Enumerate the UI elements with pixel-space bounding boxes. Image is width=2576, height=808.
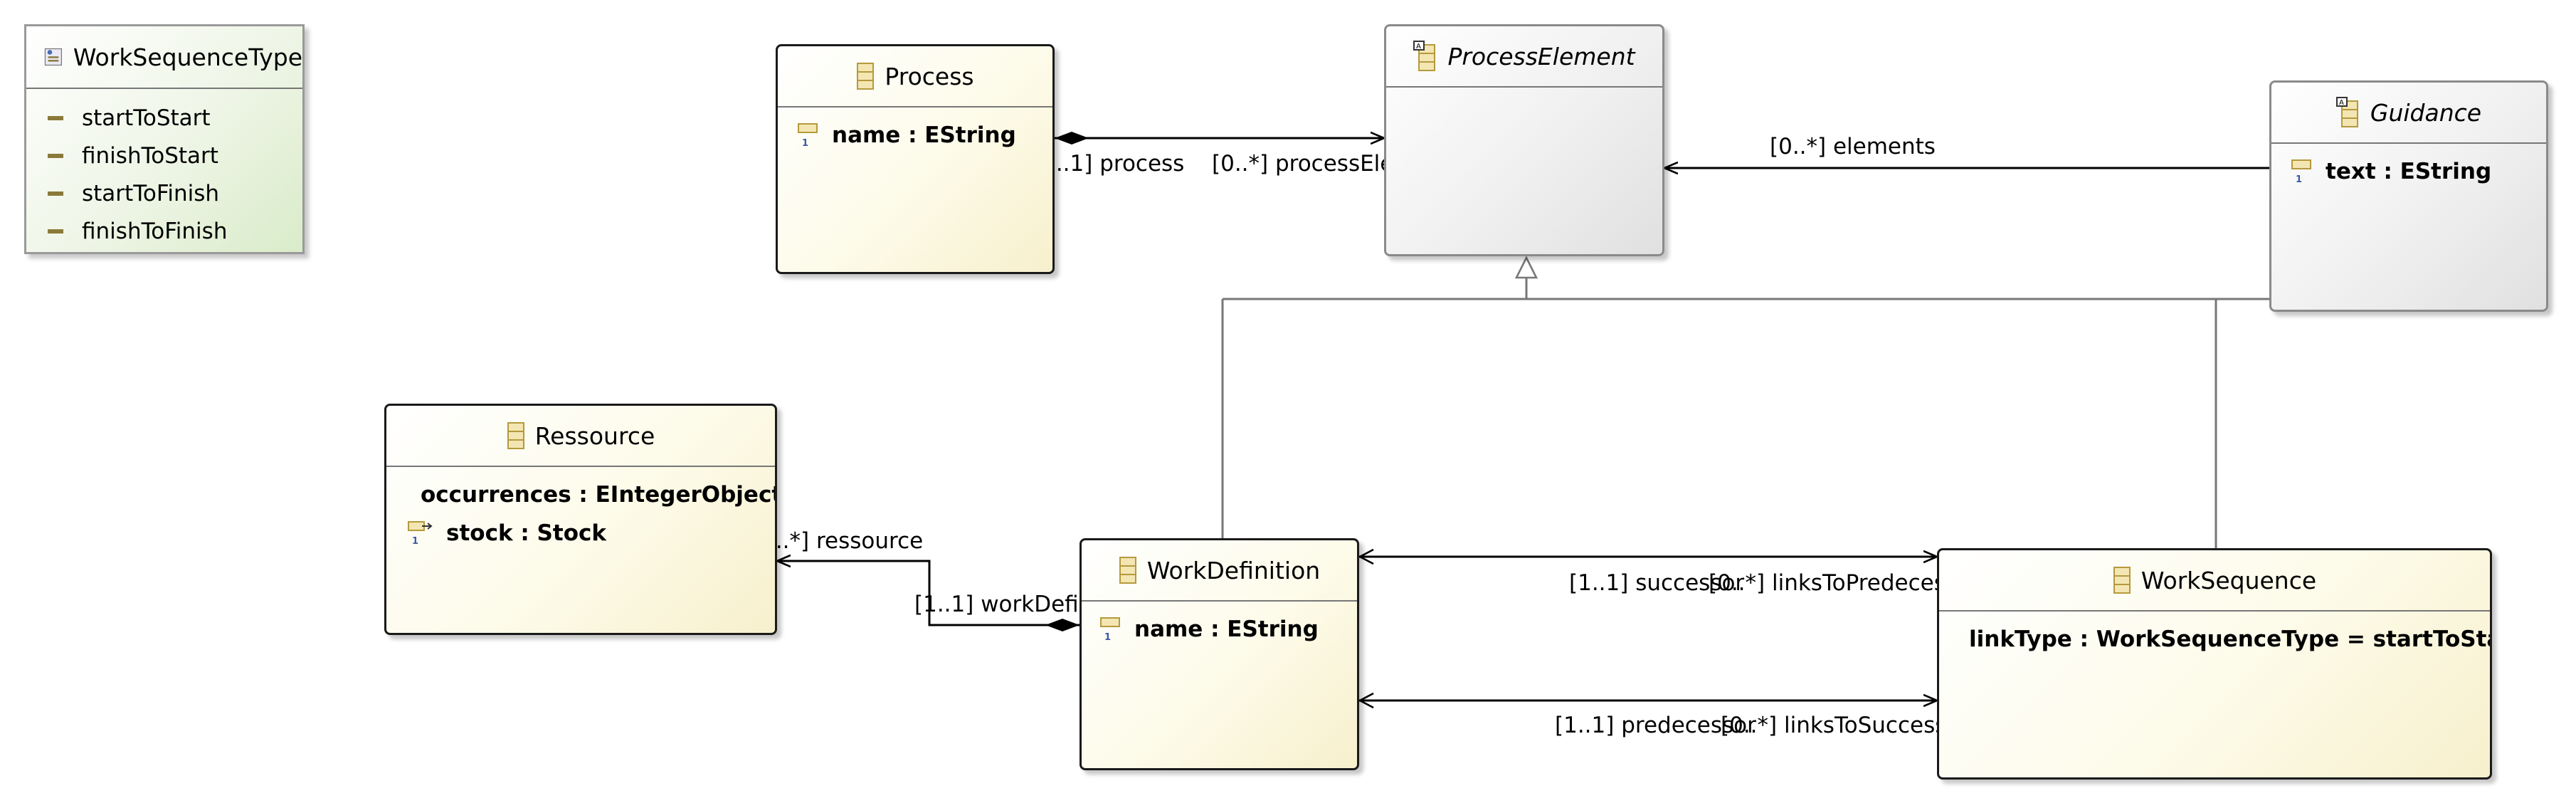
edge-ressource[interactable] [777,561,1080,631]
class-ressource[interactable]: Ressource 1 occurrences : EIntegerObject… [384,404,777,635]
attribute-row[interactable]: 1 linkType : WorkSequenceType = startToS… [1956,620,2490,659]
class-name: Ressource [534,421,655,450]
label-ressource: [0..*] ressource [753,528,924,554]
class-process[interactable]: Process 1 name : EString [776,44,1055,274]
svg-text:1: 1 [1104,632,1111,642]
class-work-sequence[interactable]: WorkSequence 1 linkType : WorkSequenceTy… [1937,548,2492,780]
label-successor: [1..1] successor [1569,570,1745,596]
attribute-icon: 1 [798,123,818,148]
svg-text:1: 1 [412,536,418,546]
edge-links-to-successors[interactable] [1358,692,1937,709]
class-header: Process [778,46,1052,107]
reference-row[interactable]: 1 stock : Stock [408,514,775,552]
class-header: A ProcessElement [1386,26,1662,88]
generalization-tree[interactable] [1221,256,2412,548]
class-guidance[interactable]: A Guidance 1 text : EString [2269,80,2548,312]
attribute-row[interactable]: 1 name : EString [798,116,1052,154]
class-header: Ressource [386,406,775,467]
svg-text:1: 1 [802,138,808,148]
attribute-row[interactable]: 1 occurrences : EIntegerObject [408,476,775,514]
reference-icon: 1 [408,521,433,546]
abstract-class-icon: A [2335,97,2358,127]
composition-diamond [1045,619,1080,631]
enum-icon [44,48,63,66]
class-name: WorkDefinition [1146,556,1321,584]
class-icon [507,422,524,449]
literal-icon [48,191,63,196]
class-header: A Guidance [2271,83,2546,144]
edge-process-elements[interactable] [1055,132,1384,145]
label-predecessor: [1..1] predecessor [1555,713,1756,738]
class-header: WorkSequence [1939,550,2490,612]
enum-name: WorkSequenceType [73,43,302,71]
enum-literal[interactable]: startToFinish [48,174,302,212]
class-header: WorkDefinition [1082,540,1357,602]
class-name: Process [885,62,974,90]
attribute-row[interactable]: 1 text : EString [2291,152,2546,191]
class-name: Guidance [2370,98,2482,127]
edge-links-to-predecessors[interactable] [1358,548,1937,565]
enum-literal[interactable]: finishToStart [48,137,302,174]
attribute-icon: 1 [2291,159,2311,184]
generalization-triangle [1514,256,1538,279]
attribute-icon: 1 [1100,617,1120,642]
literal-icon [48,115,63,120]
enum-literal[interactable]: startToStart [48,99,302,137]
class-process-element[interactable]: A ProcessElement [1384,24,1664,256]
label-process: [1..1] process [1033,151,1185,177]
literal-icon [48,153,63,158]
class-icon [857,63,875,90]
svg-text:A: A [1416,43,1421,51]
literal-icon [48,229,63,234]
abstract-class-icon: A [1413,41,1436,71]
class-icon [2113,567,2131,594]
svg-text:A: A [2339,99,2344,107]
attribute-row[interactable]: 1 name : EString [1100,610,1357,649]
enum-work-sequence-type[interactable]: WorkSequenceType startToStart finishToSt… [24,24,305,254]
class-work-definition[interactable]: WorkDefinition 1 name : EString [1080,538,1359,770]
class-name: ProcessElement [1447,42,1635,70]
label-elements: [0..*] elements [1770,134,1936,159]
composition-diamond [1055,132,1089,145]
enum-header: WorkSequenceType [26,26,302,89]
class-icon [1119,557,1136,584]
svg-text:1: 1 [2296,174,2302,184]
class-name: WorkSequence [2140,566,2317,594]
enum-literal[interactable]: finishToFinish [48,212,302,250]
